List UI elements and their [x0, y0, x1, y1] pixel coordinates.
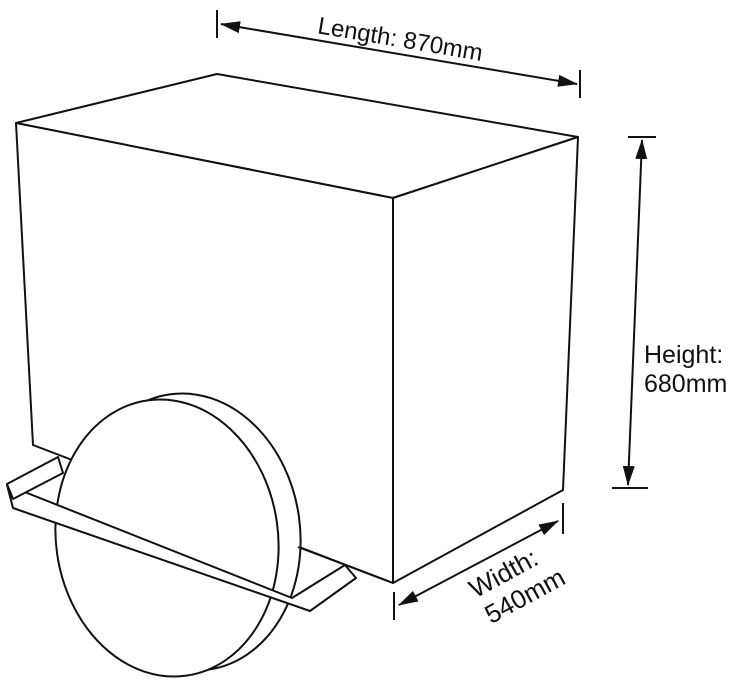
length-dimension-line — [220, 21, 578, 87]
height-dimension-label-line1: Height: — [644, 341, 723, 369]
axle-bar-end-cap — [6, 456, 64, 500]
box-bottom-edge-overlay — [297, 546, 394, 584]
wheel-front-face — [54, 398, 280, 678]
wheel — [54, 392, 302, 678]
box-right-face — [392, 136, 579, 584]
height-dimension-label-line2: 680mm — [644, 370, 727, 398]
width-dimension-line — [398, 520, 559, 606]
height-dimension: Height: 680mm — [612, 136, 727, 489]
axle-bracket — [6, 456, 394, 612]
length-dimension-label: Length: 870mm — [316, 12, 485, 66]
height-dimension-line — [622, 139, 648, 486]
axle-bar — [6, 484, 357, 612]
